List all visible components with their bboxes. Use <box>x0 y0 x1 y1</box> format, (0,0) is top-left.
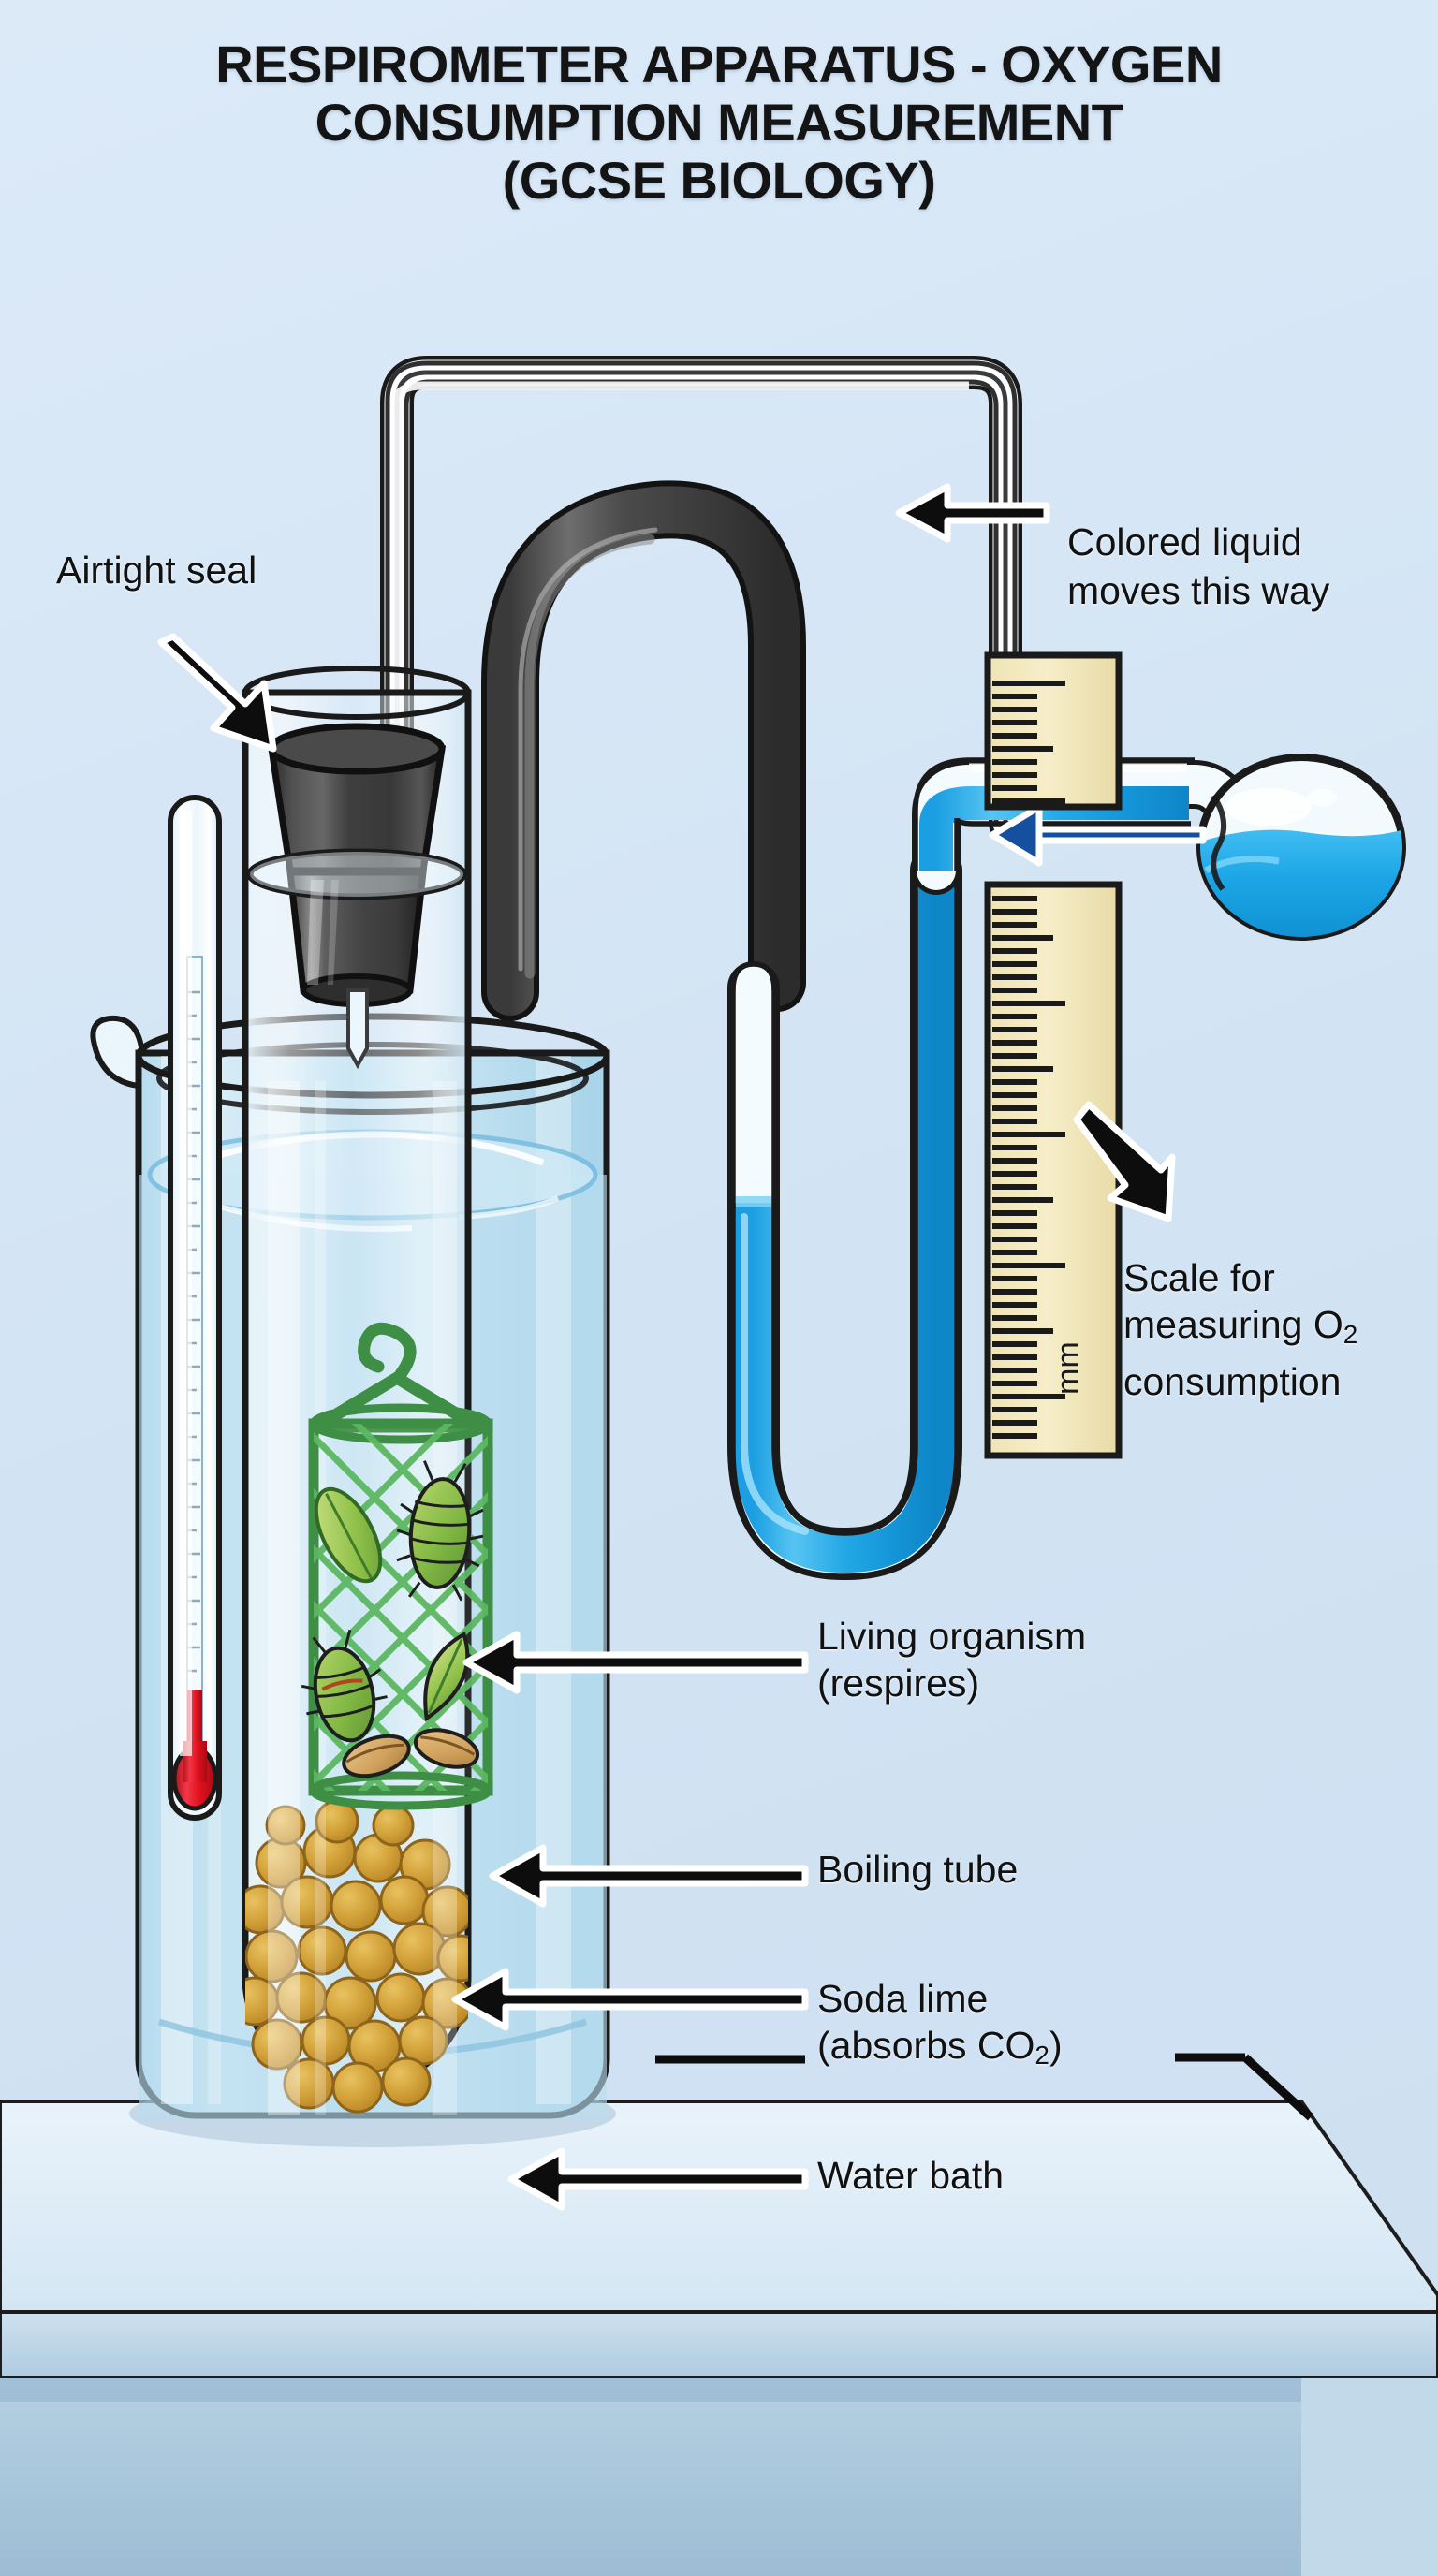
label-scale-line2: measuring O2 <box>1123 1303 1358 1350</box>
living-organisms <box>301 1460 484 1778</box>
glass-capillary-tube <box>380 356 1022 953</box>
label-water-bath: Water bath <box>817 2154 1005 2197</box>
leader-lines <box>655 2053 1314 2121</box>
label-living-organism: Living organism (respires) <box>817 1613 1220 1706</box>
subscript-co2: 2 <box>1034 2041 1049 2071</box>
arrow-airtight-seal <box>157 633 277 753</box>
woodlouse <box>396 1460 484 1602</box>
arrow-soda-lime <box>451 1968 809 2031</box>
title-line-3: (GCSE BIOLOGY) <box>502 151 936 210</box>
arrow-boiling-tube <box>489 1844 809 1908</box>
title-line-1: RESPIROMETER APPARATUS - OXYGEN <box>215 35 1223 94</box>
label-scale-line3: consumption <box>1123 1360 1342 1404</box>
label-soda-lime: Soda lime (absorbs CO2) <box>817 1975 1220 2079</box>
arrow-scale <box>1073 1101 1176 1222</box>
label-boiling-tube: Boiling tube <box>817 1848 1019 1891</box>
label-colored-liquid: Colored liquid moves this way <box>1067 518 1438 615</box>
title-line-2: CONSUMPTION MEASUREMENT <box>315 93 1123 152</box>
soda-lime-granules <box>245 1799 468 2114</box>
organism-cage <box>301 1322 493 1810</box>
callout-arrows <box>157 483 1176 2211</box>
subscript-o2: 2 <box>1343 1320 1358 1350</box>
measuring-ruler: mm <box>984 651 1123 1459</box>
reservoir-bulb-assembly <box>912 754 1406 941</box>
arrow-living-organism <box>462 1631 809 1694</box>
label-colored-liquid-line2: moves this way <box>1067 569 1330 612</box>
thermometer <box>168 795 222 1821</box>
ruler-ticks <box>992 681 1065 1439</box>
boiling-tube <box>242 666 472 2115</box>
label-scale-line1: Scale for <box>1123 1256 1275 1299</box>
label-organism-line1: Living organism <box>817 1615 1087 1658</box>
label-soda-line1: Soda lime <box>817 1977 989 2020</box>
ruler-unit-label: mm <box>1050 1341 1086 1395</box>
boiling-tube-contents <box>245 1081 468 2115</box>
label-scale: Scale for measuring O2 consumption <box>1123 1254 1432 1405</box>
airtight-rubber-bung <box>246 723 467 1070</box>
label-colored-liquid-line1: Colored liquid <box>1067 520 1302 564</box>
woodlouse <box>301 1629 388 1743</box>
label-soda-line2: (absorbs CO2) <box>817 2024 1063 2071</box>
arrow-colored-liquid <box>895 483 1050 543</box>
arrow-water-bath <box>507 2147 809 2211</box>
rubber-delivery-tube <box>481 480 806 1021</box>
label-organism-line2: (respires) <box>817 1661 980 1705</box>
page-title: RESPIROMETER APPARATUS - OXYGEN CONSUMPT… <box>0 36 1438 210</box>
lab-bench <box>0 2100 1438 2576</box>
label-airtight-seal: Airtight seal <box>56 549 257 592</box>
cage-mesh <box>314 1424 488 1791</box>
manometer-u-tube <box>727 844 962 1580</box>
liquid-flow-arrow-icon <box>989 803 1207 867</box>
